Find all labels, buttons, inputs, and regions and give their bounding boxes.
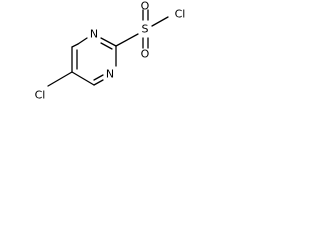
bond-c4-cl — [47, 71, 73, 87]
molecule-diagram: N N S O O Cl Cl — [0, 0, 198, 132]
atom-chlorine-sulfonyl: Cl — [175, 8, 186, 21]
bond-n1-c2-inner — [100, 42, 113, 50]
bond-c6-n1-outer — [71, 43, 79, 48]
atom-sulfur: S — [142, 23, 149, 36]
bond-c6-n1 — [77, 37, 88, 45]
bond-n1-c2 — [100, 37, 117, 47]
atom-n-bottom: N — [106, 68, 114, 81]
bond-c4-c5 — [71, 71, 95, 86]
atom-oxygen-top: O — [141, 0, 150, 13]
atom-n-top: N — [90, 28, 98, 41]
bond-n3-c4 — [93, 79, 104, 86]
structure-svg: N N S O O Cl Cl — [35, 0, 186, 102]
atom-chlorine-ring: Cl — [35, 89, 46, 102]
atom-oxygen-bottom: O — [141, 48, 150, 61]
bond-c2-s — [115, 33, 139, 47]
bond-s-cl — [151, 16, 169, 27]
bond-n3-c4-inner — [93, 74, 104, 81]
